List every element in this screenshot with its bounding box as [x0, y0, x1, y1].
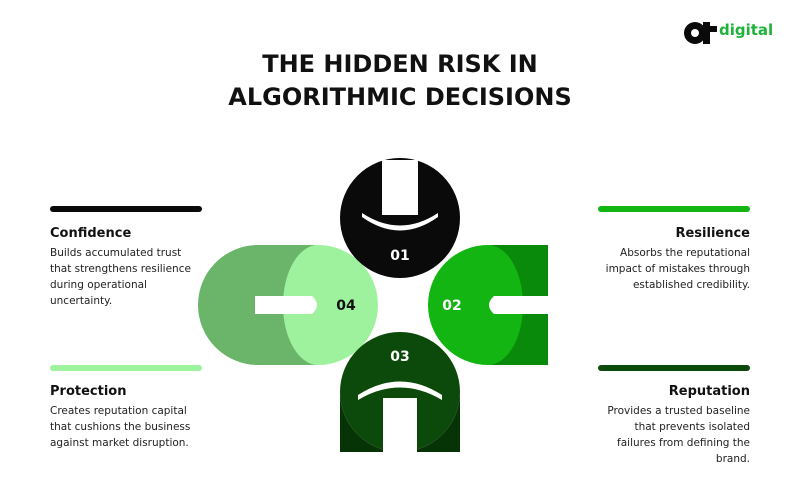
segment-02-shade	[488, 245, 548, 365]
logo-text: digital	[719, 21, 774, 39]
segment-04-number: 04	[336, 298, 356, 314]
reputation-title: Reputation	[668, 384, 750, 399]
segment-02: 02	[428, 245, 548, 365]
page-title: THE HIDDEN RISK IN ALGORITHMIC DECISIONS	[200, 48, 600, 114]
protection-bar	[50, 365, 202, 371]
title-line-1: THE HIDDEN RISK IN	[262, 50, 538, 78]
protection-block: Protection Creates reputation capital th…	[50, 384, 202, 451]
segment-01-number: 01	[390, 248, 409, 264]
reputation-text: Provides a trusted baseline that prevent…	[607, 405, 750, 465]
segment-03-arc	[358, 381, 442, 400]
confidence-block: Confidence Builds accumulated trust that…	[50, 226, 202, 309]
segment-01-slot	[382, 160, 418, 215]
resilience-title: Resilience	[675, 226, 750, 241]
confidence-bar	[50, 206, 202, 212]
segment-02-number: 02	[442, 298, 461, 314]
segment-01-arc	[362, 213, 438, 231]
resilience-text: Absorbs the reputational impact of mista…	[605, 247, 750, 291]
confidence-title: Confidence	[50, 226, 132, 241]
segment-01: 01	[340, 158, 460, 278]
confidence-text: Builds accumulated trust that strengthen…	[50, 247, 191, 307]
logo-mark-icon	[684, 22, 717, 44]
reputation-bar	[598, 365, 750, 371]
resilience-bar	[598, 206, 750, 212]
segment-02-slot	[489, 296, 548, 314]
resilience-block: Resilience Absorbs the reputational impa…	[598, 226, 750, 293]
segment-04-slot	[255, 296, 317, 314]
segment-03-number: 03	[390, 349, 409, 365]
segment-04: 04	[198, 245, 378, 365]
protection-text: Creates reputation capital that cushions…	[50, 405, 191, 449]
brand-logo: digital	[683, 18, 773, 48]
protection-title: Protection	[50, 384, 127, 399]
segment-03-slot	[383, 398, 417, 454]
title-line-2: ALGORITHMIC DECISIONS	[228, 83, 572, 111]
segment-03-shade	[340, 392, 460, 452]
reputation-block: Reputation Provides a trusted baseline t…	[598, 384, 750, 467]
segment-03: 03	[340, 332, 460, 454]
